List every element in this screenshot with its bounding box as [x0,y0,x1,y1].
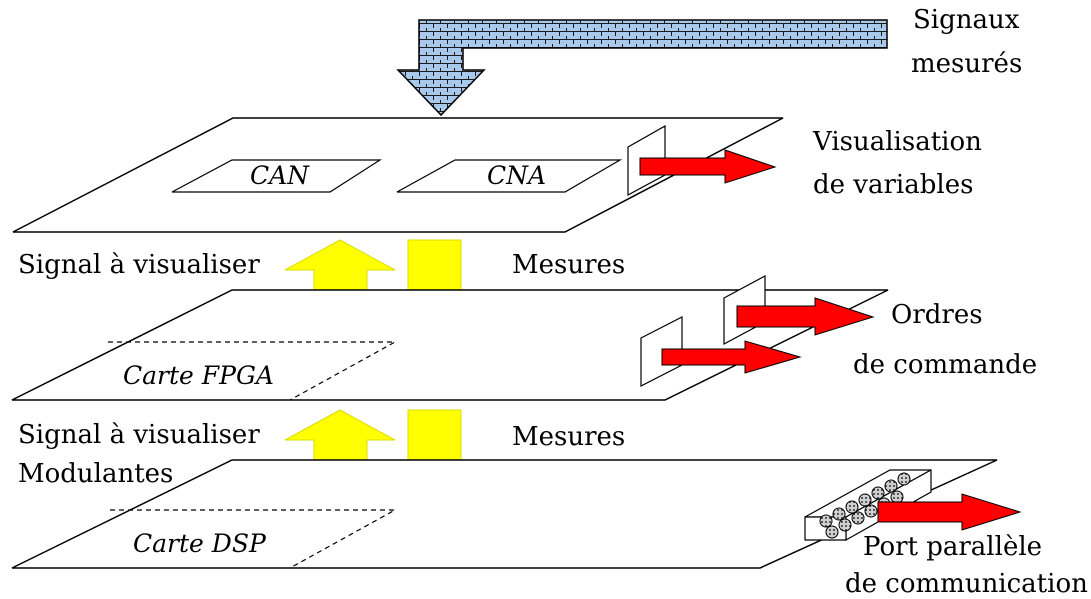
parallel-port-label-line1: Port parallèle [863,532,1042,562]
can-block [171,159,383,193]
fpga-card-label: Carte FPGA [123,361,274,390]
can-label: CAN [250,161,310,190]
cna-block [396,159,623,193]
bottom-red-arrow [877,493,1022,531]
measured-signals-label-line1: Signaux [913,5,1020,35]
dsp-card-label: Carte DSP [133,529,267,558]
top-plane [12,117,784,233]
control-orders-label-line2: de commande [853,350,1037,380]
variable-display-label-line2: de variables [813,170,973,200]
bottom-plane [11,459,998,569]
measured-signals-label-line2: mesurés [911,49,1022,79]
middle-plane [11,289,889,401]
variable-display-label-line1: Visualisation [812,127,982,157]
parallel-port-label-line2: de communication [845,569,1088,599]
measured-signals-arrow [396,19,888,117]
dsp-area [110,509,396,569]
signal-to-display-label-bottom: Signal à visualiser [18,420,260,450]
modulating-label: Modulantes [18,459,173,489]
middle-red-arrow-upper [736,297,875,336]
control-orders-label-line1: Ordres [891,300,983,330]
middle-red-arrow-lower [661,340,802,374]
signal-to-display-label-top: Signal à visualiser [18,250,260,280]
measures-label-top: Mesures [512,250,625,280]
cna-label: CNA [487,161,546,190]
measures-label-bottom: Mesures [512,422,625,452]
top-red-arrow [639,149,777,184]
